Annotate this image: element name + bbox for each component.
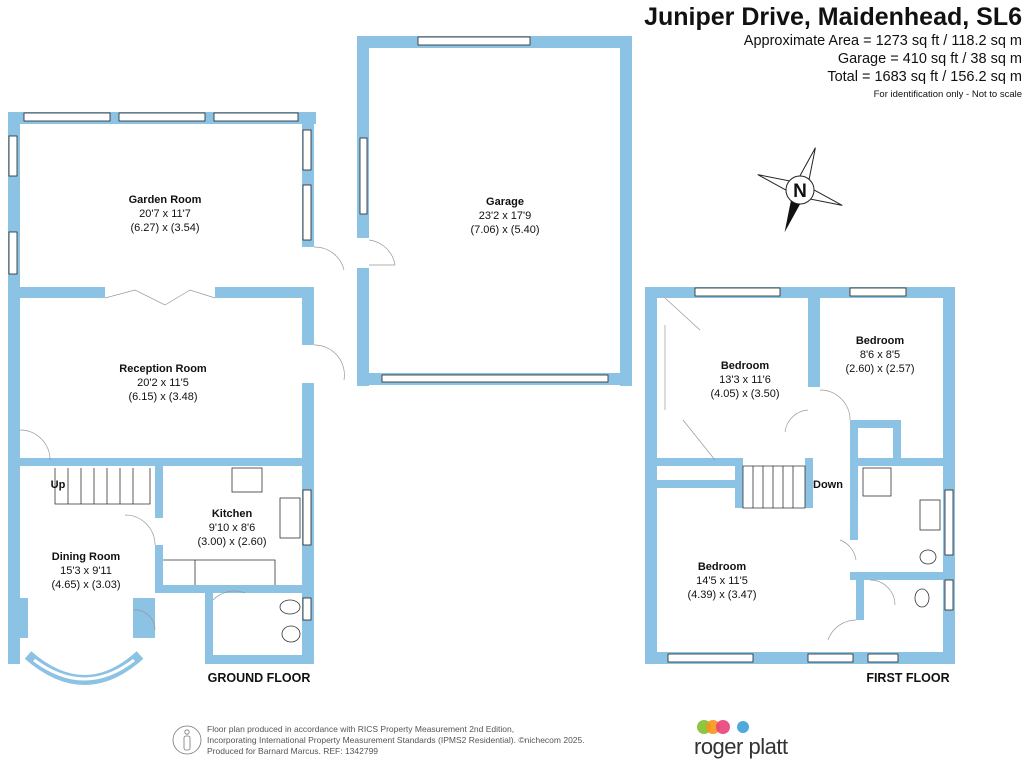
ground-floor-label: GROUND FLOOR xyxy=(208,671,311,685)
stairs-up-label: Up xyxy=(51,479,66,491)
room-dimensions-metric: (6.15) x (3.48) xyxy=(128,391,197,403)
room-dimensions-imperial: 9'10 x 8'6 xyxy=(209,522,255,534)
room-dimensions-metric: (4.65) x (3.03) xyxy=(51,579,120,591)
person-icon xyxy=(172,725,202,755)
room-name: Garden Room xyxy=(129,194,202,206)
room-name: Dining Room xyxy=(52,551,121,563)
property-title: Juniper Drive, Maidenhead, SL6 xyxy=(644,3,1022,31)
room-dimensions-imperial: 14'5 x 11'5 xyxy=(696,575,748,587)
room-dimensions-metric: (4.39) x (3.47) xyxy=(687,589,756,601)
footer-line: Produced for Barnard Marcus. REF: 134279… xyxy=(207,746,379,756)
room-dimensions-imperial: 8'6 x 8'5 xyxy=(860,349,900,361)
logo-dots xyxy=(697,720,749,734)
room-dimensions-metric: (7.06) x (5.40) xyxy=(470,224,539,236)
room-name: Kitchen xyxy=(212,508,253,520)
room-garage: Garage 23'2 x 17'9 (7.06) x (5.40) xyxy=(470,196,539,236)
room-dimensions-imperial: 20'2 x 11'5 xyxy=(137,377,189,389)
footer-disclaimer: Floor plan produced in accordance with R… xyxy=(207,724,585,757)
room-reception-room: Reception Room 20'2 x 11'5 (6.15) x (3.4… xyxy=(119,363,207,403)
room-garden-room: Garden Room 20'7 x 11'7 (6.27) x (3.54) xyxy=(129,194,202,234)
room-name: Bedroom xyxy=(721,360,770,372)
room-dimensions-imperial: 13'3 x 11'6 xyxy=(719,374,771,386)
room-bedroom-2: Bedroom 8'6 x 8'5 (2.60) x (2.57) xyxy=(845,335,914,375)
area-approx: Approximate Area = 1273 sq ft / 118.2 sq… xyxy=(743,33,1022,49)
footer-line: Incorporating International Property Mea… xyxy=(207,735,585,745)
scale-note: For identification only - Not to scale xyxy=(873,89,1022,100)
first-floor-label: FIRST FLOOR xyxy=(866,671,949,685)
room-bedroom-1: Bedroom 13'3 x 11'6 (4.05) x (3.50) xyxy=(710,360,779,400)
ground-floor-fixtures xyxy=(19,246,345,643)
room-dining-room: Dining Room 15'3 x 9'11 (4.65) x (3.03) xyxy=(51,551,120,591)
room-name: Garage xyxy=(486,196,524,208)
room-bedroom-3: Bedroom 14'5 x 11'5 (4.39) x (3.47) xyxy=(687,561,756,601)
room-dimensions-metric: (2.60) x (2.57) xyxy=(845,363,914,375)
room-dimensions-imperial: 15'3 x 9'11 xyxy=(60,565,112,577)
room-name: Bedroom xyxy=(698,561,747,573)
room-dimensions-metric: (6.27) x (3.54) xyxy=(130,222,199,234)
stairs-down-label: Down xyxy=(813,479,843,491)
area-garage: Garage = 410 sq ft / 38 sq m xyxy=(837,51,1022,67)
room-dimensions-metric: (3.00) x (2.60) xyxy=(197,536,266,548)
area-total: Total = 1683 sq ft / 156.2 sq m xyxy=(827,69,1022,85)
room-dimensions-metric: (4.05) x (3.50) xyxy=(710,388,779,400)
header: Juniper Drive, Maidenhead, SL6 Approxima… xyxy=(644,2,1022,100)
compass-north-label: N xyxy=(793,181,807,202)
room-dimensions-imperial: 20'7 x 11'7 xyxy=(139,208,191,220)
room-kitchen: Kitchen 9'10 x 8'6 (3.00) x (2.60) xyxy=(197,508,266,548)
room-dimensions-imperial: 23'2 x 17'9 xyxy=(479,210,532,222)
first-floor-windows xyxy=(664,287,954,663)
garage-walls xyxy=(357,36,632,386)
room-name: Bedroom xyxy=(856,335,905,347)
room-name: Reception Room xyxy=(119,363,207,375)
compass-icon: N xyxy=(757,147,843,233)
agent-logo: roger platt xyxy=(694,734,788,759)
ground-floor-windows xyxy=(8,112,312,685)
footer-line: Floor plan produced in accordance with R… xyxy=(207,724,515,734)
